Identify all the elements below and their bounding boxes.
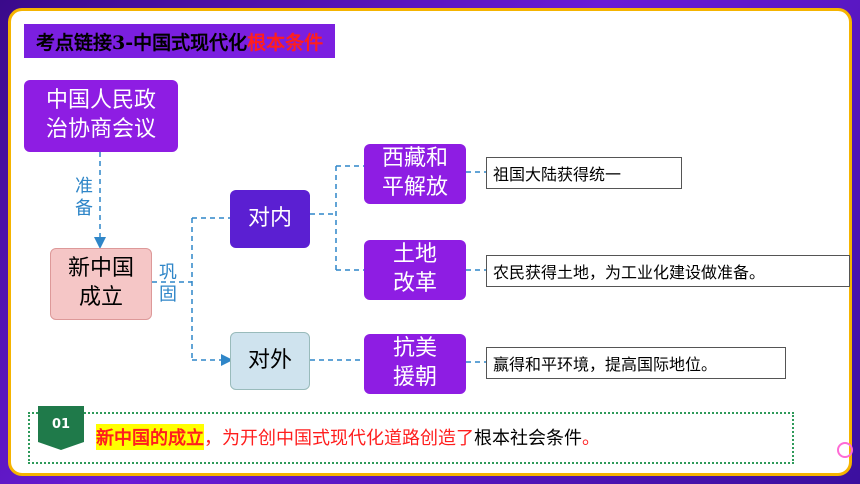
decor-circle [837, 442, 853, 458]
node-korea-label: 抗美援朝 [392, 336, 437, 390]
summary-comma: ， [204, 428, 222, 449]
node-internal: 对内 [230, 190, 310, 248]
node-tibet-label: 西藏和平解放 [381, 146, 448, 200]
node-external: 对外 [230, 332, 310, 390]
result-land-reform: 农民获得土地，为工业化建设做准备。 [486, 255, 850, 287]
summary-red-text: 为开创中国式现代化道路创造了 [222, 428, 474, 449]
node-external-label: 对外 [247, 347, 292, 373]
title-highlight: 根本条件 [247, 31, 324, 54]
summary-badge-tail [38, 442, 84, 450]
summary-text: 新中国的成立，为开创中国式现代化道路创造了根本社会条件。 [96, 424, 600, 450]
node-land-reform-label: 土地改革 [392, 242, 437, 296]
node-land-reform: 土地改革 [364, 240, 466, 300]
node-new-china: 新中国成立 [50, 248, 152, 320]
slide-title: 考点链接3-中国式现代化根本条件 [24, 24, 336, 58]
summary-highlight: 新中国的成立 [96, 424, 204, 450]
result-tibet: 祖国大陆获得统一 [486, 157, 682, 189]
title-main: 考点链接3-中国式现代化 [36, 31, 248, 54]
node-internal-label: 对内 [247, 205, 292, 231]
summary-box [28, 412, 794, 464]
node-korea: 抗美援朝 [364, 334, 466, 394]
node-new-china-label: 新中国成立 [67, 256, 134, 310]
summary-period: 。 [582, 428, 600, 449]
node-cppcc: 中国人民政治协商会议 [24, 80, 178, 152]
summary-black-text: 根本社会条件 [474, 428, 582, 449]
node-cppcc-label: 中国人民政治协商会议 [45, 88, 156, 142]
edge-label-prepare: 准备 [75, 176, 93, 219]
node-tibet: 西藏和平解放 [364, 144, 466, 204]
result-korea: 赢得和平环境，提高国际地位。 [486, 347, 786, 379]
edge-label-consolidate: 巩固 [159, 262, 177, 305]
summary-badge: 01 [38, 406, 84, 442]
